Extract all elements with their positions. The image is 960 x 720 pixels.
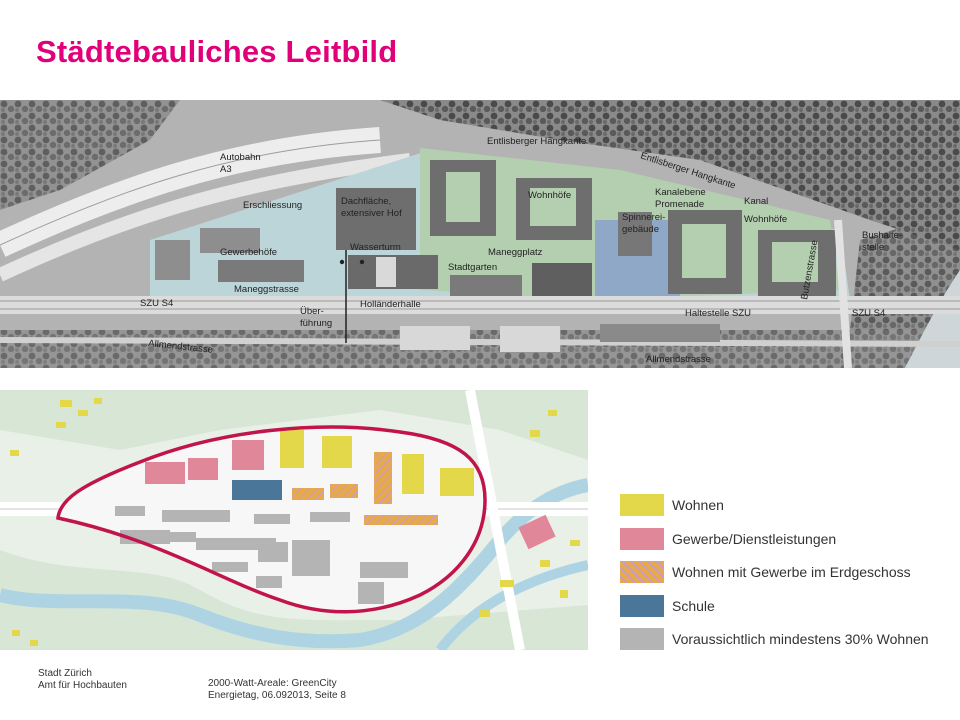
legend-swatch-gewerbe [620,527,664,550]
legend-item: Wohnen [620,494,950,528]
label-extensiver-hof: extensiver Hof [341,208,402,219]
label-hollaenderhalle: Holländerhalle [360,299,421,310]
label-entlisberger-1: Entlisberger Hangkante [487,136,586,147]
label-kanal: Kanal [744,196,768,207]
footer-organization: Stadt Zürich Amt für Hochbauten [38,668,127,692]
legend-label: Gewerbe/Dienstleistungen [672,530,837,547]
legend-label: Schule [672,597,715,614]
label-ueber: Über- [300,306,324,317]
label-maneggstrasse: Maneggstrasse [234,284,299,295]
label-szu-s4-right: SZU S4 [852,308,885,319]
legend-item: Gewerbe/Dienstleistungen [620,527,950,562]
land-use-map [0,390,588,650]
label-promenade: Promenade [655,199,704,210]
label-gewerbehoefe: Gewerbehöfe [220,247,277,258]
legend-swatch-wohnen [620,494,664,516]
footer-event: 2000-Watt-Areale: GreenCity Energietag, … [208,678,346,702]
label-maneggplatz: Maneggplatz [488,247,543,258]
label-autobahn: Autobahn [220,152,261,163]
label-fuehrung: führung [300,318,332,329]
label-gebaeude: gebäude [622,224,659,235]
legend-item: Schule [620,594,950,629]
label-haltestelle-szu: Haltestelle SZU [685,308,751,319]
label-spinnerei: Spinnerei- [622,212,665,223]
label-dachflaeche: Dachfläche, [341,196,391,207]
footer-event-line1: 2000-Watt-Areale: GreenCity [208,678,337,689]
legend-swatch-schule [620,594,664,617]
forest-area [380,100,960,250]
label-erschliessung: Erschliessung [243,200,302,211]
label-szu-s4-left: SZU S4 [140,298,173,309]
legend-item: Wohnen mit Gewerbe im Erdgeschoss [620,561,950,595]
perimeter-outline [56,425,487,614]
legend-swatch-mixed [620,561,664,584]
label-stadtgarten: Stadtgarten [448,262,497,273]
label-kanalebene: Kanalebene [655,187,706,198]
label-wasserturm: Wasserturm [350,242,401,253]
footer-org-line2: Amt für Hochbauten [38,680,127,691]
label-wohnhoefe-2: Wohnhöfe [744,214,787,225]
legend-label: Wohnen [672,497,724,513]
legend-label: Wohnen mit Gewerbe im Erdgeschoss [672,564,911,581]
site-plan-map: Autobahn A3 Entlisberger Hangkante Entli… [0,100,960,368]
label-bushalte: Bushalte- [862,230,902,241]
legend-item: Voraussichtlich mindestens 30% Wohnen [620,628,950,662]
footer-event-line2: Energietag, 06.092013, Seite 8 [208,690,346,701]
label-a3: A3 [220,164,232,175]
label-allmendstrasse-right: Allmendstrasse [646,354,711,365]
legend-label: Voraussichtlich mindestens 30% Wohnen [672,631,929,648]
legend-swatch-grey [620,628,664,651]
label-stelle: stelle [862,242,884,253]
page-title: Städtebauliches Leitbild [36,34,398,69]
label-wohnhoefe-1: Wohnhöfe [528,190,571,201]
map-legend: Wohnen Gewerbe/Dienstleistungen Wohnen m… [620,494,950,662]
footer-org-line1: Stadt Zürich [38,668,92,679]
